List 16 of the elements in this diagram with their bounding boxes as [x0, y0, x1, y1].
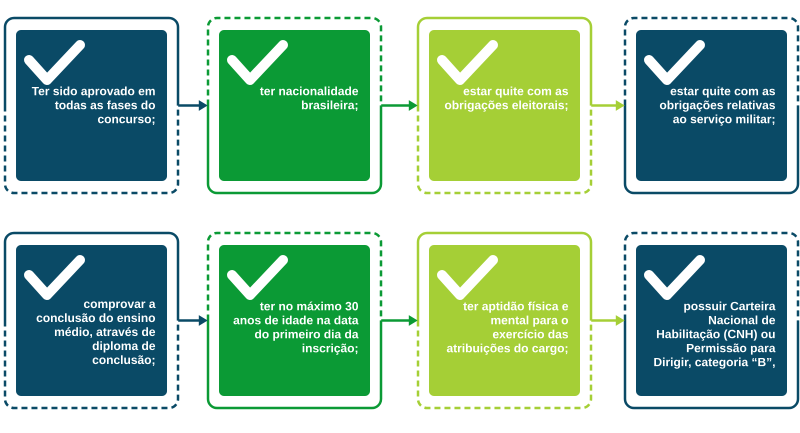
- card-frame: [416, 16, 592, 194]
- requirement-card: estar quite com as obrigações relativas ao serviço militar;: [636, 30, 787, 181]
- requirement-card: ter aptidão física e mental para o exercício das atribuições do cargo;: [429, 245, 580, 396]
- requirement-card: estar quite com as obrigações eleitorais;: [429, 30, 580, 181]
- card-frame: [206, 16, 382, 194]
- card-frame: [416, 232, 592, 410]
- card-frame: [624, 232, 800, 410]
- requirement-card: possuir Carteira Nacional de Habilitação (CNH) ou Permissão para Dirigir, categoria “B”,: [636, 245, 787, 396]
- card-frame: [624, 16, 800, 194]
- requirement-card: comprovar a conclusão do ensino médio, através de diploma de conclusão;: [16, 245, 167, 396]
- requirement-card: Ter sido aprovado em todas as fases do concurso;: [16, 30, 167, 181]
- card-frame: [206, 232, 382, 410]
- requirement-card: ter nacionalidade brasileira;: [219, 30, 370, 181]
- requirement-card: ter no máximo 30 anos de idade na data do primeiro dia da inscrição;: [219, 245, 370, 396]
- card-frame: [4, 232, 180, 410]
- card-frame: [4, 16, 180, 194]
